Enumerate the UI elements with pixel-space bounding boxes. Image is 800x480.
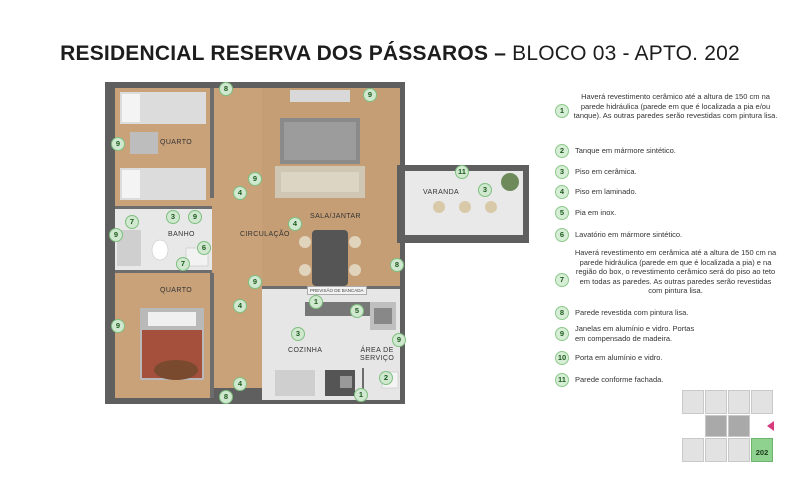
legend-number: 1 bbox=[555, 104, 569, 119]
legend-item: 5 Pia em inox. bbox=[555, 206, 616, 220]
plan-badge: 4 bbox=[233, 186, 247, 200]
plan-badge: 9 bbox=[109, 228, 123, 242]
key-cell bbox=[705, 390, 727, 414]
legend-number: 4 bbox=[555, 185, 569, 199]
plan-badge: 7 bbox=[125, 215, 139, 229]
room-label-circulacao: CIRCULAÇÃO bbox=[240, 231, 290, 238]
chair-icon bbox=[433, 201, 445, 213]
key-cell bbox=[728, 415, 750, 437]
unit-key-map: 202 bbox=[682, 390, 776, 464]
chair-icon bbox=[459, 201, 471, 213]
room-label-varanda: VARANDA bbox=[423, 189, 460, 196]
legend-text: Lavatório em mármore sintético. bbox=[575, 230, 683, 240]
room-label-banho: BANHO bbox=[168, 231, 195, 238]
legend-text: Porta em alumínio e vidro. bbox=[575, 353, 663, 363]
title-bold: RESIDENCIAL RESERVA DOS PÁSSAROS – bbox=[60, 42, 507, 65]
plan-badge: 9 bbox=[188, 210, 202, 224]
key-cell bbox=[705, 438, 727, 462]
plan-badge: 11 bbox=[455, 165, 469, 179]
legend-text: Parede revestida com pintura lisa. bbox=[575, 308, 689, 318]
plan-badge: 3 bbox=[166, 210, 180, 224]
legend-number: 9 bbox=[555, 326, 569, 341]
room-label-sala-jantar: SALA/JANTAR bbox=[310, 213, 361, 220]
key-cell bbox=[682, 390, 704, 414]
legend-number: 8 bbox=[555, 306, 569, 320]
room-label-area-servico-line2: SERVIÇO bbox=[360, 355, 395, 362]
location-marker-icon bbox=[767, 421, 774, 431]
legend-text: Parede conforme fachada. bbox=[575, 375, 664, 385]
legend-number: 2 bbox=[555, 144, 569, 158]
key-cell bbox=[751, 390, 773, 414]
legend-item: 3 Piso em cerâmica. bbox=[555, 165, 637, 179]
plan-badge: 4 bbox=[233, 377, 247, 391]
legend-text: Tanque em mármore sintético. bbox=[575, 146, 676, 156]
room-label-quarto-top: QUARTO bbox=[160, 139, 193, 146]
plan-badge: 5 bbox=[350, 304, 364, 318]
legend-number: 7 bbox=[555, 272, 569, 287]
legend-text: Pia em inox. bbox=[575, 208, 617, 218]
plan-badge: 7 bbox=[176, 257, 190, 271]
legend-number: 3 bbox=[555, 165, 569, 179]
legend-item: 7 Haverá revestimento em cerâmica até a … bbox=[555, 248, 778, 296]
legend-text: Janelas em alumínio e vidro. Portas em c… bbox=[575, 324, 695, 343]
plan-badge: 9 bbox=[248, 172, 262, 186]
chair-icon bbox=[485, 201, 497, 213]
key-cell bbox=[728, 390, 750, 414]
plan-badge: 3 bbox=[478, 183, 492, 197]
unit-label: 202 bbox=[755, 448, 769, 457]
key-cell-highlighted: 202 bbox=[751, 438, 773, 462]
legend-text: Haverá revestimento em cerâmica até a al… bbox=[574, 248, 777, 295]
plant-icon bbox=[501, 173, 519, 191]
legend-number: 11 bbox=[555, 373, 569, 387]
legend-text: Haverá revestimento cerâmico até a altur… bbox=[573, 92, 778, 120]
legend-item: 6 Lavatório em mármore sintético. bbox=[555, 228, 682, 242]
room-label-quarto-bottom: QUARTO bbox=[160, 287, 193, 294]
legend-number: 5 bbox=[555, 206, 569, 220]
plan-badge: 8 bbox=[390, 258, 404, 272]
plan-badge: 8 bbox=[219, 390, 233, 404]
key-cell bbox=[728, 438, 750, 462]
page-title: RESIDENCIAL RESERVA DOS PÁSSAROS – BLOCO… bbox=[0, 42, 800, 66]
legend-item: 10 Porta em alumínio e vidro. bbox=[555, 351, 663, 365]
legend-number: 10 bbox=[555, 351, 569, 365]
plan-badge: 9 bbox=[111, 319, 125, 333]
legend-number: 6 bbox=[555, 228, 569, 242]
plan-badge: 1 bbox=[309, 295, 323, 309]
plan-badge: 9 bbox=[111, 137, 125, 151]
plan-badge: 4 bbox=[233, 299, 247, 313]
plan-badge: 9 bbox=[392, 333, 406, 347]
legend-item: 2 Tanque em mármore sintético. bbox=[555, 144, 676, 158]
plan-badge: 2 bbox=[379, 371, 393, 385]
legend-item: 1 Haverá revestimento cerâmico até a alt… bbox=[555, 92, 778, 121]
key-cell bbox=[682, 438, 704, 462]
plan-badge: 8 bbox=[219, 82, 233, 96]
plan-badge: 4 bbox=[288, 217, 302, 231]
plan-badge: 1 bbox=[354, 388, 368, 402]
legend-text: Piso em laminado. bbox=[575, 187, 637, 197]
floor-plan: QUARTO BANHO CIRCULAÇÃO SALA/JANTAR QUAR… bbox=[100, 80, 411, 408]
legend-text: Piso em cerâmica. bbox=[575, 167, 637, 177]
floor-plan-drawing bbox=[105, 82, 405, 404]
plan-badge: 6 bbox=[197, 241, 211, 255]
legend-item: 11 Parede conforme fachada. bbox=[555, 373, 663, 387]
room-label-area-servico-line1: ÁREA DE bbox=[360, 347, 394, 354]
plan-badge: 9 bbox=[363, 88, 377, 102]
plan-badge: 3 bbox=[291, 327, 305, 341]
legend-item: 8 Parede revestida com pintura lisa. bbox=[555, 306, 688, 320]
bancada-note: PREVISÃO DE BANCADA bbox=[307, 286, 367, 295]
legend-item: 9 Janelas em alumínio e vidro. Portas em… bbox=[555, 324, 695, 343]
title-light: BLOCO 03 - APTO. 202 bbox=[512, 42, 740, 65]
key-cell bbox=[705, 415, 727, 437]
room-label-cozinha: COZINHA bbox=[288, 347, 323, 354]
legend-item: 4 Piso em laminado. bbox=[555, 185, 637, 199]
plan-badge: 9 bbox=[248, 275, 262, 289]
room-label-area-servico: ÁREA DE SERVIÇO bbox=[360, 347, 394, 363]
